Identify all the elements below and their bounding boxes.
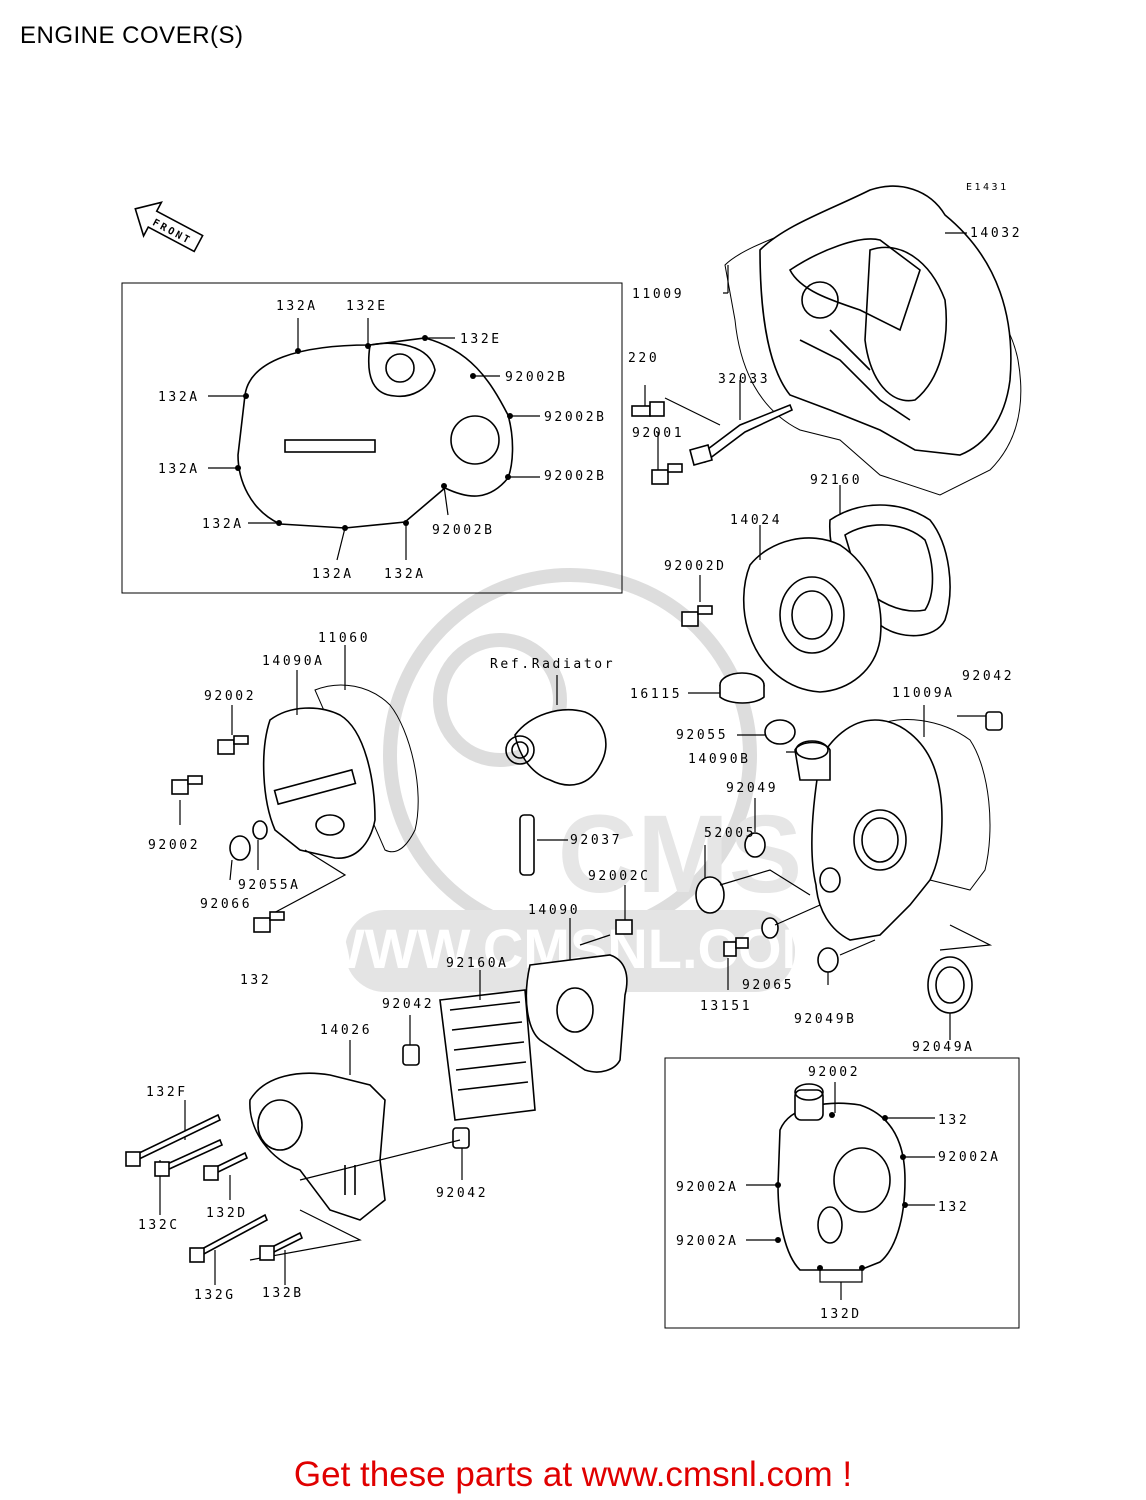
label-92055A: 92055A: [238, 878, 301, 893]
label-92001: 92001: [632, 426, 684, 441]
label-132A-1: 132A: [276, 299, 318, 314]
label-92002B-4: 92002B: [432, 523, 495, 538]
plate-14090: [525, 954, 628, 1073]
cover-14090B: [794, 719, 991, 941]
label-92055: 92055: [676, 728, 728, 743]
label-132B: 132B: [262, 1286, 304, 1301]
page-title: ENGINE COVER(S): [20, 22, 244, 49]
label-132A-3: 132A: [158, 462, 200, 477]
label-220: 220: [628, 351, 659, 366]
plug-92066: [229, 835, 251, 861]
bolts-92002-left: [171, 735, 285, 933]
label-92065: 92065: [742, 978, 794, 993]
water-pump-housing: [505, 708, 607, 876]
promo-link[interactable]: Get these parts at www.cmsnl.com !: [293, 1455, 853, 1494]
label-92002B-2: 92002B: [544, 410, 607, 425]
label-14026: 14026: [320, 1023, 372, 1038]
seal-92049B: [817, 947, 839, 973]
cover-92160A: [439, 989, 536, 1121]
label-92002C: 92002C: [588, 869, 651, 884]
label-92002-3: 92002: [808, 1065, 860, 1080]
ring-92055A: [252, 820, 268, 840]
label-92002B-3: 92002B: [544, 469, 607, 484]
label-92002A-1: 92002A: [938, 1150, 1001, 1165]
exploded-parts-diagram: CMS WWW.CMSNL.COM FRONT E1431: [121, 182, 1022, 1329]
label-132D-1: 132D: [206, 1206, 248, 1221]
label-13151: 13151: [700, 999, 752, 1014]
cover-14024-92160: [742, 504, 951, 693]
front-arrow: FRONT: [134, 201, 204, 253]
label-14090B: 14090B: [688, 752, 751, 767]
switch-13151: [723, 937, 749, 957]
label-132-3: 132: [938, 1200, 969, 1215]
label-132D-2: 132D: [820, 1307, 862, 1322]
label-92042-1: 92042: [962, 669, 1014, 684]
watermark-brand: CMS: [558, 793, 802, 916]
bolt-92002D: [681, 605, 713, 627]
seal-92049: [744, 832, 766, 858]
label-92037: 92037: [570, 833, 622, 848]
diagram-code: E1431: [966, 182, 1009, 193]
bolts-220-92001: [631, 401, 794, 485]
label-14032: 14032: [970, 226, 1022, 241]
label-132-2: 132: [938, 1113, 969, 1128]
label-92002A-2: 92002A: [676, 1180, 739, 1195]
label-ref-radiator: Ref.Radiator: [490, 657, 615, 672]
label-92160: 92160: [810, 473, 862, 488]
washer-92065: [761, 917, 779, 939]
label-132A-5: 132A: [312, 567, 354, 582]
cover-14090A: [262, 684, 419, 859]
label-132E-2: 132E: [460, 332, 502, 347]
label-132-1: 132: [240, 973, 271, 988]
label-11009: 11009: [632, 287, 684, 302]
label-32033: 32033: [718, 372, 770, 387]
label-92049A: 92049A: [912, 1040, 975, 1055]
label-14024: 14024: [730, 513, 782, 528]
label-16115: 16115: [630, 687, 682, 702]
label-132A-6: 132A: [384, 567, 426, 582]
label-92042-2: 92042: [382, 997, 434, 1012]
bolt-92002C: [615, 919, 633, 935]
label-132G: 132G: [194, 1288, 236, 1303]
label-92002-2: 92002: [148, 838, 200, 853]
part-labels: 14032 11009 220 32033 92001 92160 14024 …: [138, 226, 1022, 1322]
oil-cap-16115: [719, 672, 765, 704]
label-92160A: 92160A: [446, 956, 509, 971]
label-92002-1: 92002: [204, 689, 256, 704]
dowel-92042-right: [985, 711, 1003, 731]
label-92049B: 92049B: [794, 1012, 857, 1027]
label-132C: 132C: [138, 1218, 180, 1233]
label-11060: 11060: [318, 631, 370, 646]
label-92002A-3: 92002A: [676, 1234, 739, 1249]
generator-cover-inset: [664, 1057, 1020, 1329]
bolts-132-lower: [125, 1113, 304, 1263]
label-132A-2: 132A: [158, 390, 200, 405]
label-52005: 52005: [704, 826, 756, 841]
label-132A-4: 132A: [202, 517, 244, 532]
ring-92055: [764, 719, 796, 745]
label-132E-1: 132E: [346, 299, 388, 314]
label-92049: 92049: [726, 781, 778, 796]
seal-52005: [695, 876, 725, 914]
label-14090A: 14090A: [262, 654, 325, 669]
label-92002D: 92002D: [664, 559, 727, 574]
cover-14026: [249, 1072, 386, 1221]
dowels-92042-lower: [402, 1044, 470, 1149]
clutch-cover-inset: [121, 282, 623, 594]
label-92002B-1: 92002B: [505, 370, 568, 385]
right-crankcase-cover: [724, 185, 1022, 496]
seal-92049A: [927, 956, 973, 1014]
label-14090: 14090: [528, 903, 580, 918]
label-11009A: 11009A: [892, 686, 955, 701]
label-132F: 132F: [146, 1085, 188, 1100]
label-92066: 92066: [200, 897, 252, 912]
label-92042-3: 92042: [436, 1186, 488, 1201]
